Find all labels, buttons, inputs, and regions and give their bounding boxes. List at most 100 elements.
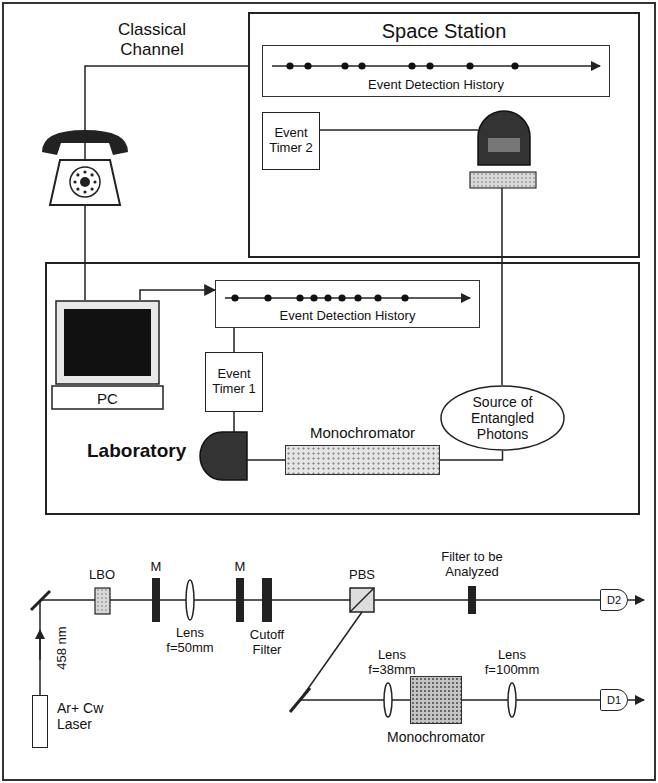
telephone-icon: [93, 180, 96, 183]
node-text: Event Timer 2: [265, 126, 317, 156]
telephone-icon: [70, 167, 100, 197]
outer-frame: [3, 3, 655, 780]
telephone-icon: [42, 130, 128, 205]
optical-setup: [262, 578, 272, 622]
optical-setup: [39, 630, 41, 660]
part-label: Lens f=50mm: [160, 626, 220, 656]
part-label: Lens f=38mm: [362, 648, 422, 678]
ellipse-outline: [441, 386, 564, 450]
photon-path: [247, 459, 285, 461]
event-history-track: [231, 294, 238, 301]
part-label: LBO: [89, 568, 115, 583]
source-ellipse: Source of Entangled Photons: [440, 385, 565, 451]
optical-setup: [31, 578, 644, 717]
telephone-icon: [73, 180, 76, 183]
event-history-track: [225, 297, 470, 299]
detector-box: D2: [600, 589, 628, 611]
timer-box: Event Timer 1: [205, 352, 263, 412]
detector-symbol: [200, 432, 247, 480]
connector-line: [440, 451, 503, 460]
optical-setup: [628, 699, 644, 701]
optical-setup: [628, 599, 644, 601]
connector-line: [233, 328, 235, 352]
telephone-icon: [50, 160, 120, 205]
node-text: D1: [607, 694, 621, 707]
pc-icon: PC: [55, 300, 160, 410]
optical-setup: [300, 699, 410, 701]
telephone-icon: [76, 187, 79, 190]
telephone-icon: [73, 170, 96, 193]
telephone-icon: [42, 130, 128, 155]
node-text: Laboratory: [87, 440, 186, 462]
telephone-icon: [90, 173, 93, 176]
node-text: Ar+ Cw Laser: [57, 700, 117, 732]
optical-setup: [468, 586, 476, 614]
event-history-track: [374, 294, 381, 301]
event-history-track: [338, 294, 345, 301]
event-history-track: [310, 294, 317, 301]
optical-setup: [374, 599, 600, 601]
node-text: Source of Entangled Photons: [453, 394, 553, 442]
station-panel: Space StationEvent Detection HistoryEven…: [248, 12, 640, 258]
monochromator-box: Monochromator: [410, 676, 462, 724]
signal-wire: [233, 412, 235, 432]
node-text: Space Station: [382, 20, 507, 43]
history-box: Event Detection History: [215, 280, 480, 328]
photon-path: [501, 188, 503, 385]
event-history-track: [286, 62, 518, 69]
event-history-track: [354, 294, 361, 301]
optical-setup: [350, 588, 374, 612]
history-box: Event Detection History: [262, 45, 610, 97]
event-history-track: [466, 62, 473, 69]
monochromator-box: Monochromator: [285, 445, 440, 475]
lab-panel: Laboratory PC Event Detection HistoryEvent…: [45, 262, 640, 515]
event-history-track: [511, 62, 518, 69]
optical-setup: [350, 588, 374, 612]
event-history-track: [426, 62, 433, 69]
event-history-track: [231, 294, 408, 301]
node-text: Event Detection History: [368, 78, 504, 93]
optical-setup: [39, 600, 41, 695]
telephone-icon: [80, 177, 90, 187]
pc-outline: [64, 309, 151, 376]
event-history-track: [408, 62, 415, 69]
telephone-icon: [90, 187, 93, 190]
node-text: PC: [97, 390, 118, 407]
event-history-track: [401, 294, 408, 301]
laser-box: Ar+ Cw Laser: [32, 695, 48, 748]
event-history-track: [341, 62, 348, 69]
optical-setup: [236, 578, 244, 622]
node-text: Monochromator: [310, 424, 415, 441]
telephone-icon: [83, 170, 86, 173]
event-history-track: [272, 65, 600, 67]
signal-wire: [320, 129, 478, 131]
event-history-track: [358, 62, 365, 69]
part-label: PBS: [349, 568, 375, 583]
part-label: 458 nm: [55, 626, 70, 669]
node-text: Event Detection History: [280, 309, 416, 324]
detector-window: [488, 138, 520, 152]
part-label: M: [151, 560, 162, 575]
telephone-icon: [76, 173, 79, 176]
detector-box: D1: [600, 689, 628, 711]
event-history-track: [304, 62, 311, 69]
detector-symbol: [478, 111, 530, 165]
connector-line: [462, 699, 600, 701]
part-label: Lens f=100mm: [477, 648, 547, 678]
telephone-icon: [83, 190, 86, 193]
event-history-track: [225, 62, 600, 301]
event-history-track: [324, 294, 331, 301]
optical-setup: [300, 612, 362, 700]
optical-setup: [508, 683, 516, 717]
node-text: Monochromator: [387, 729, 485, 745]
filter-symbol: [470, 172, 536, 188]
optical-setup: [152, 578, 160, 622]
optical-setup: [95, 588, 110, 614]
channel-label: Classical Channel: [97, 20, 207, 59]
timer-box: Event Timer 2: [262, 112, 320, 170]
optical-setup: [186, 580, 194, 620]
pc-outline: [52, 386, 163, 409]
part-label: M: [235, 560, 246, 575]
event-history-track: [286, 62, 293, 69]
